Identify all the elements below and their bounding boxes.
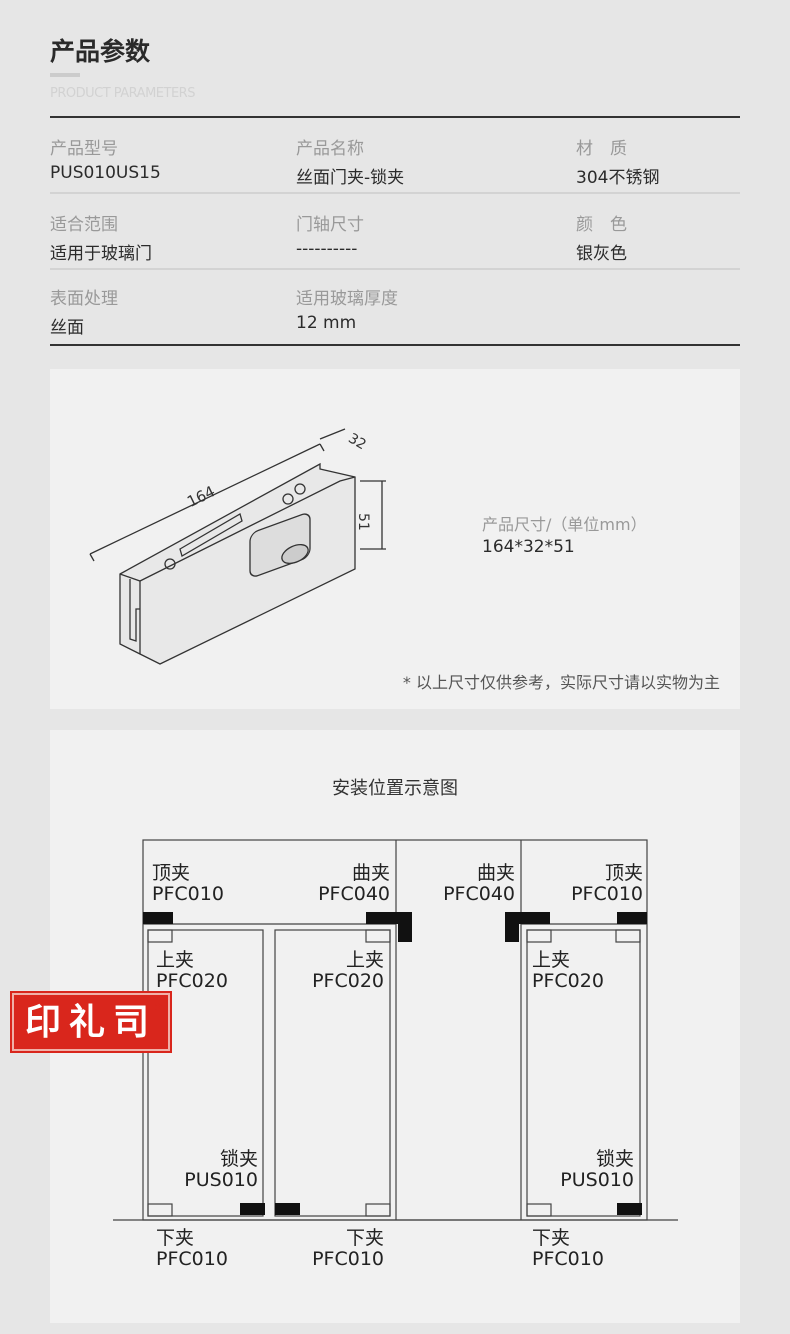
title-underline: [50, 73, 80, 77]
label-curve-clip-model: PFC040: [443, 883, 515, 905]
param-value: 304不锈钢: [576, 168, 660, 188]
label-upper-clip-model: PFC020: [312, 970, 384, 992]
param-value: 适用于玻璃门: [50, 244, 152, 264]
lock-clip: [617, 1203, 642, 1215]
dimension-value: 164*32*51: [482, 537, 575, 557]
page-title: 产品参数: [50, 37, 151, 66]
param-value: ----------: [296, 239, 358, 259]
label-top-clip-model: PFC010: [571, 883, 643, 905]
label-lower-clip-model: PFC010: [312, 1248, 384, 1270]
label-lock-clip-model: PUS010: [560, 1169, 634, 1191]
dim-height: 51: [355, 513, 371, 531]
label-upper-clip-model: PFC020: [156, 970, 228, 992]
label-lock-clip-model: PUS010: [184, 1169, 258, 1191]
page-subtitle: PRODUCT PARAMETERS: [50, 86, 195, 101]
dimension-label: 产品尺寸/（单位mm）: [482, 515, 647, 534]
param-value: 银灰色: [576, 244, 627, 264]
diagram-title: 安装位置示意图: [332, 778, 458, 799]
label-top-clip-model: PFC010: [152, 883, 224, 905]
bottom-clip: [275, 1203, 300, 1215]
label-top-clip: 顶夹: [152, 862, 191, 884]
registered-mark: ®: [153, 1001, 164, 1014]
dim-length: 164: [184, 482, 218, 511]
params-table: 产品型号 PUS010US15 产品名称丝面门夹-锁夹 材 质 304不锈钢 适合范…: [50, 116, 740, 346]
installation-diagram: [113, 839, 678, 1221]
label-lower-clip: 下夹: [156, 1227, 195, 1249]
label-upper-clip-model: PFC020: [532, 970, 604, 992]
label-upper-clip: 上夹: [156, 949, 195, 971]
curve-clip: [366, 912, 412, 942]
label-lower-clip-model: PFC010: [532, 1248, 604, 1270]
label-curve-clip-model: PFC040: [318, 883, 390, 905]
label-upper-clip: 上夹: [345, 949, 384, 971]
lock-clip: [240, 1203, 265, 1215]
params-row: 表面处理丝面 适用玻璃厚度 12 mm: [50, 270, 740, 344]
label-lower-clip: 下夹: [345, 1227, 384, 1249]
param-label: 产品型号: [50, 139, 118, 159]
param-value: PUS010US15: [50, 163, 161, 183]
label-top-clip: 顶夹: [604, 862, 643, 884]
param-label: 产品名称: [296, 139, 364, 159]
dimension-note: * 以上尺寸仅供参考，实际尺寸请以实物为主: [402, 673, 720, 692]
params-row: 适合范围适用于玻璃门 门轴尺寸 ---------- 颜 色银灰色: [50, 194, 740, 270]
logo-text: 印礼司: [24, 1001, 157, 1043]
top-clip: [617, 912, 647, 924]
label-upper-clip: 上夹: [532, 949, 571, 971]
label-lower-clip: 下夹: [532, 1227, 571, 1249]
curve-clip: [505, 912, 550, 942]
dim-width: 32: [345, 431, 368, 454]
lock-clamp-drawing: 164 32 51: [89, 428, 386, 665]
param-value: 丝面: [50, 318, 84, 338]
param-value: 12 mm: [296, 313, 357, 333]
param-label: 颜 色: [576, 215, 627, 235]
param-label: 适用玻璃厚度: [296, 289, 398, 309]
label-curve-clip: 曲夹: [476, 862, 515, 884]
label-lock-clip: 锁夹: [595, 1148, 634, 1170]
param-label: 表面处理: [50, 289, 118, 309]
param-value: 丝面门夹-锁夹: [296, 168, 405, 188]
param-label: 门轴尺寸: [296, 215, 364, 235]
top-clip: [143, 912, 173, 924]
label-lock-clip: 锁夹: [219, 1148, 258, 1170]
label-lower-clip-model: PFC010: [156, 1248, 228, 1270]
brand-logo: 印礼司®: [10, 991, 172, 1053]
product-dimension-panel: 164 32 51 产品尺寸/（单位mm） 164*32*51 * 以上尺寸仅供…: [50, 369, 740, 709]
param-label: 适合范围: [50, 215, 118, 235]
param-label: 材 质: [576, 139, 627, 159]
label-curve-clip: 曲夹: [351, 862, 390, 884]
params-row: 产品型号 PUS010US15 产品名称丝面门夹-锁夹 材 质 304不锈钢: [50, 118, 740, 194]
